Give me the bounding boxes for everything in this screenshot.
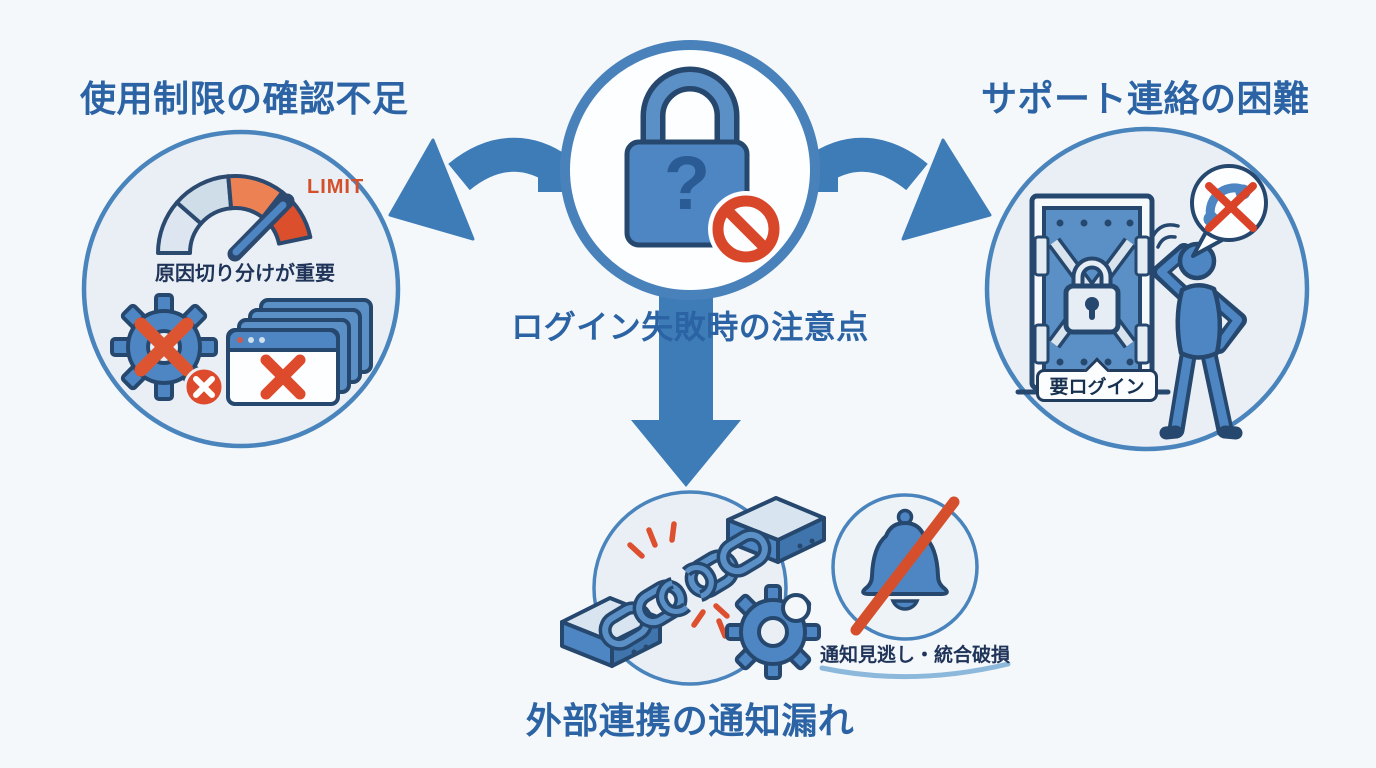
branch-title-usage-limit: 使用制限の確認不足: [80, 78, 409, 119]
arrow-right: [806, 137, 992, 241]
gear-error-icon: [110, 293, 225, 408]
broken-gear-icon: [725, 584, 821, 680]
swoosh-underline: [819, 661, 1011, 680]
locked-padlock-icon: [1063, 256, 1121, 335]
gauge-caption: 原因切り分けが重要: [155, 263, 335, 285]
arrow-down: [631, 290, 741, 487]
confused-person-icon: [1150, 223, 1247, 440]
gauge-limit-label: LIMIT: [307, 176, 365, 198]
lock-question-mark: ?: [663, 141, 711, 226]
broken-chain-icon: [598, 521, 772, 651]
window-dot: [248, 337, 254, 343]
login-required-label: 要ログイン: [1036, 369, 1158, 402]
window-dot: [259, 337, 265, 343]
notification-off-icon: [850, 496, 960, 636]
x-mark-icon: [1205, 182, 1257, 232]
arrow-left: [388, 137, 570, 241]
gauge-limit-icon: [156, 174, 313, 255]
window-dot-red: [237, 337, 243, 343]
slash-icon: [850, 496, 960, 636]
branch-title-integration: 外部連携の通知漏れ: [525, 700, 855, 741]
branch-title-support-contact: サポート連絡の困難: [981, 78, 1310, 119]
center-title: ログイン失敗時の注意点: [511, 309, 869, 345]
notification-caption: 通知見逃し・統合破損: [819, 645, 1010, 666]
browser-error-icon: [226, 298, 373, 406]
break-sparks: [627, 521, 730, 639]
prohibition-icon: [708, 191, 784, 267]
gauge-needle: [227, 193, 295, 262]
no-phone-speech-icon: [1190, 164, 1268, 258]
